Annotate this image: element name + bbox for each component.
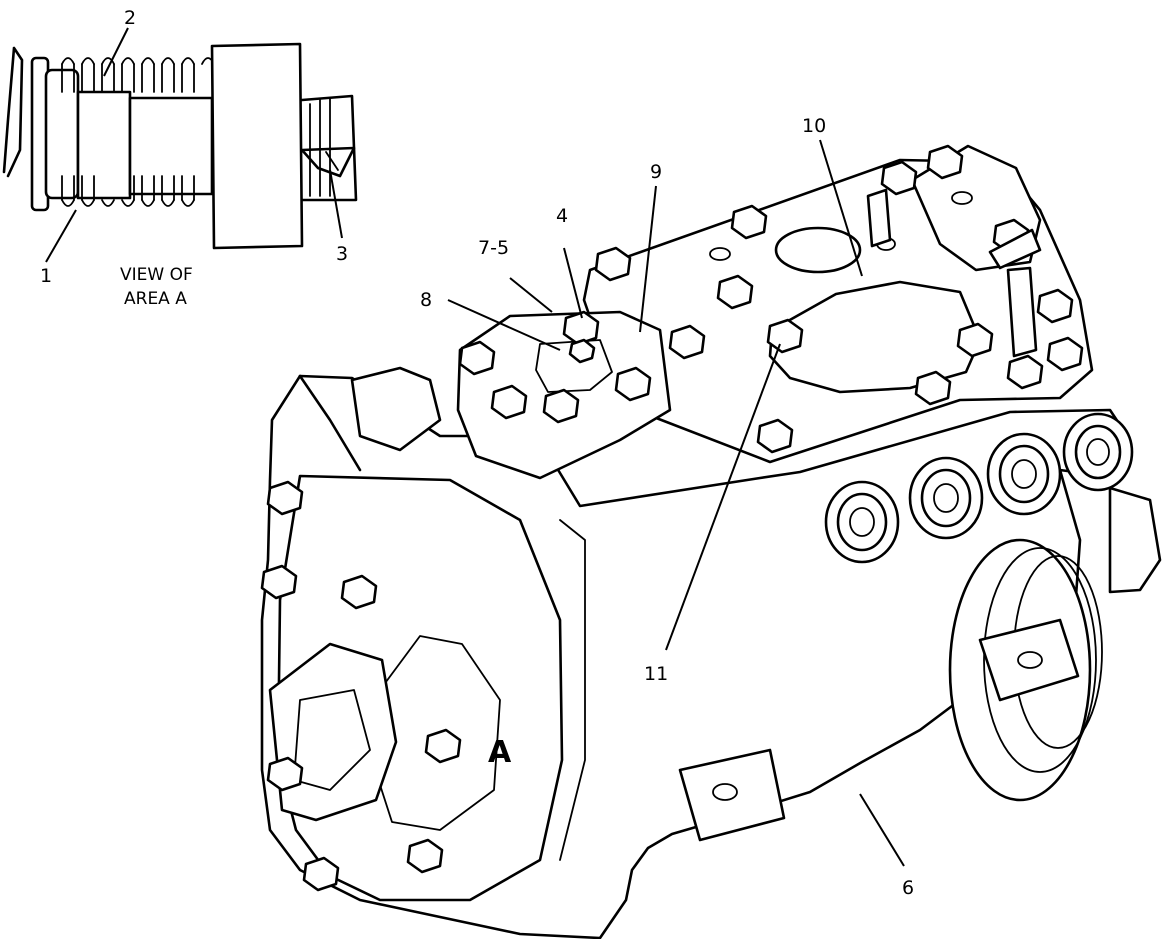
inset-spring-coils [61,57,215,207]
delivery-valve-holders [824,412,1134,564]
leader-4 [563,247,583,319]
leader-11 [665,343,781,651]
callout-1: 1 [40,265,52,287]
outlet-4 [1062,412,1134,492]
inset-housing-edge [2,46,24,178]
leader-7-5 [509,277,553,313]
leader-9 [639,185,657,333]
bleed-pipe [1006,266,1038,358]
inset-plunger-stem [128,96,214,196]
callout-9: 9 [650,161,662,183]
bleed-fitting [988,228,1042,270]
front-cover-bolts [260,480,462,892]
inset-caption-line1: VIEW OF [120,265,193,285]
inset-plunger-body [76,90,132,200]
callout-8: 8 [420,289,432,311]
callout-4: 4 [556,205,568,227]
inspection-cover [768,280,982,394]
pump-assembly [260,144,1162,939]
leader-10 [819,139,863,277]
leader-2 [103,27,129,77]
outlet-2 [908,456,984,540]
leader-8 [447,299,561,351]
plate-port [774,226,862,274]
leader-3 [329,169,343,239]
inset-caption-line2: AREA A [124,289,187,309]
callout-7-5: 7-5 [478,237,509,259]
valve-block-boss [535,339,613,393]
callout-3: 3 [336,243,348,265]
inset-view-area-a [2,42,358,250]
inset-flange [210,42,304,250]
head-plate-bolts [594,144,1084,454]
control-lever [350,366,442,452]
callout-6: 6 [902,877,914,899]
mount-foot-right [978,618,1080,702]
callout-2: 2 [124,7,136,29]
callout-10: 10 [802,115,826,137]
mount-foot-left [678,748,786,842]
outlet-1 [824,480,900,564]
leader-lines [45,27,905,867]
cover-seam [559,519,586,861]
lever-rod [298,374,362,472]
vent-plug [866,188,892,248]
leader-6 [859,793,905,867]
inset-lever [300,94,358,202]
valve-block-bolts [458,310,652,424]
callout-11: 11 [644,663,668,685]
area-a-label: A [488,735,512,770]
outlet-3 [986,432,1062,516]
leader-1 [45,209,77,263]
